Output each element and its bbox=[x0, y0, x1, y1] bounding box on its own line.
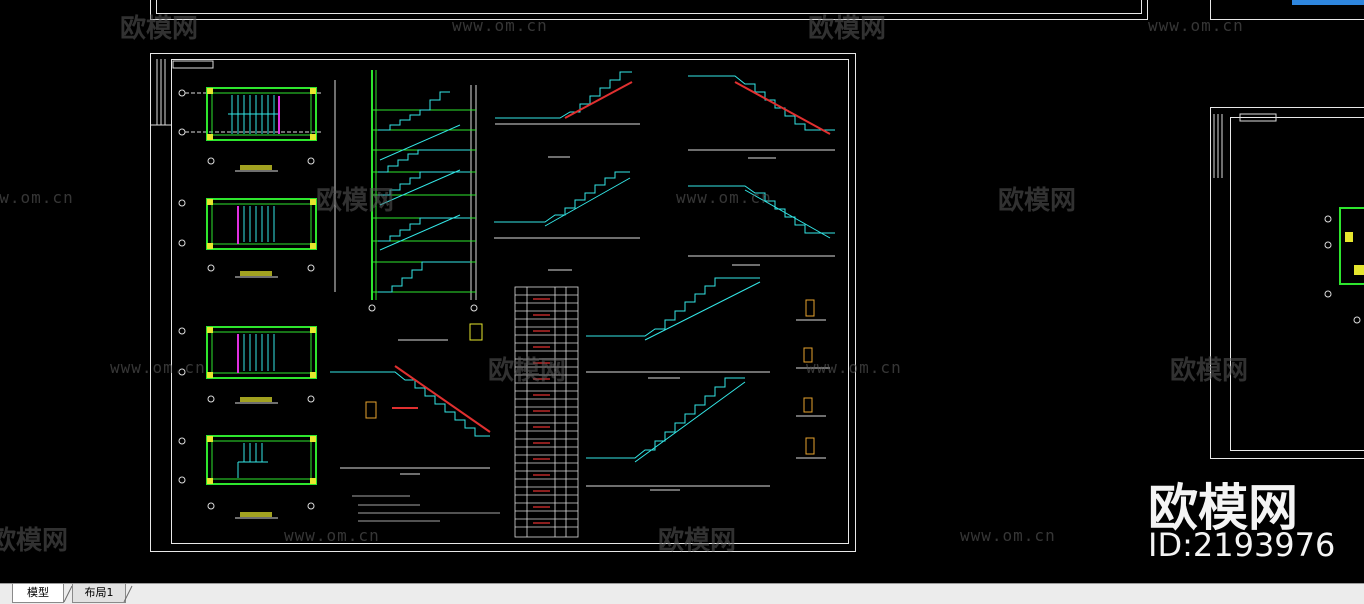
sheet-left-strip bbox=[151, 59, 214, 126]
cad-drawing bbox=[151, 59, 1364, 538]
right-sheet-content bbox=[1213, 113, 1364, 324]
section-details bbox=[796, 299, 830, 459]
tab-separator bbox=[63, 585, 73, 603]
watermark-url: www.om.cn bbox=[806, 358, 902, 377]
tab-separator bbox=[123, 585, 133, 603]
sheet-right-frame bbox=[1210, 107, 1364, 459]
watermark-logo: 欧模网 bbox=[658, 526, 737, 556]
sheet-top-left-frame bbox=[150, 0, 1148, 20]
tab-layout1[interactable]: 布局1 bbox=[72, 584, 126, 603]
watermark-url: www.om.cn bbox=[452, 16, 548, 35]
stair-detail-7 bbox=[330, 323, 491, 475]
watermark-id: ID:2193976 bbox=[1148, 526, 1336, 564]
general-notes bbox=[352, 495, 500, 522]
watermark-url: www.om.cn bbox=[960, 526, 1056, 545]
stair-detail-2 bbox=[688, 75, 835, 159]
plan-view-4 bbox=[178, 435, 317, 519]
plan-view-2 bbox=[178, 198, 317, 278]
sheet-top-left-inner bbox=[156, 0, 1142, 14]
watermark-logo: 欧模网 bbox=[0, 526, 69, 556]
stair-detail-4 bbox=[688, 185, 835, 266]
tab-model[interactable]: 模型 bbox=[12, 584, 64, 603]
watermark-logo: 欧模网 bbox=[316, 186, 395, 216]
sheet-top-right-frame bbox=[1210, 0, 1364, 20]
cad-model-space[interactable]: 欧模网 欧模网 www.om.cn www.om.cn www.om.cn 欧模… bbox=[0, 0, 1364, 583]
watermark-url: www.om.cn bbox=[284, 526, 380, 545]
sheet-right-inner bbox=[1230, 117, 1364, 451]
plan-view-1 bbox=[178, 87, 322, 172]
stair-detail-1 bbox=[495, 71, 640, 158]
layout-tab-bar: 模型 布局1 bbox=[0, 583, 1364, 604]
plan-view-3 bbox=[178, 326, 317, 404]
watermark-brand: 欧模网 bbox=[1148, 479, 1298, 537]
watermark-logo: 欧模网 bbox=[1170, 356, 1249, 386]
watermark-logo: 欧模网 bbox=[808, 14, 887, 44]
watermark-url: www.om.cn bbox=[676, 188, 772, 207]
stair-detail-3 bbox=[494, 171, 640, 271]
stair-detail-5 bbox=[586, 277, 770, 379]
section-1-1 bbox=[334, 70, 478, 341]
selection-indicator bbox=[1292, 0, 1364, 5]
main-drawing-inner-frame bbox=[171, 59, 849, 544]
main-drawing-sheet[interactable] bbox=[150, 53, 856, 552]
watermark-logo: 欧模网 bbox=[120, 14, 199, 44]
watermark-url: www.om.cn bbox=[0, 188, 74, 207]
watermark-url: www.om.cn bbox=[110, 358, 206, 377]
watermark-logo: 欧模网 bbox=[488, 356, 567, 386]
watermark-url: www.om.cn bbox=[1148, 16, 1244, 35]
watermark-logo: 欧模网 bbox=[998, 186, 1077, 216]
stair-detail-6 bbox=[586, 377, 770, 491]
rebar-table bbox=[514, 286, 579, 538]
